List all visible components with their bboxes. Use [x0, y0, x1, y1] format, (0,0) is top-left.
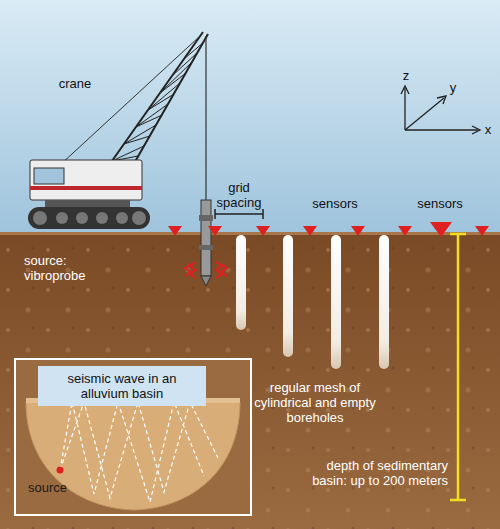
axis-label: y [446, 80, 460, 95]
axis-label: z [399, 68, 413, 83]
boreholes-label: regular mesh of cylindrical and empty bo… [240, 380, 390, 425]
crane-label: crane [45, 76, 105, 91]
source-label: source: vibroprobe [24, 253, 114, 283]
depth-label: depth of sedimentary basin: up to 200 me… [290, 458, 448, 488]
grid-spacing-label: grid spacing [209, 180, 269, 210]
inset-panel: seismic wave in an alluvium basin source [14, 358, 252, 516]
crane-drawing [28, 32, 208, 229]
inset-title: seismic wave in an alluvium basin [38, 366, 206, 406]
sensors-label: sensors [300, 196, 370, 211]
source-label: source [28, 480, 88, 495]
sensors-label: sensors [405, 196, 475, 211]
axis-label: x [481, 122, 495, 137]
